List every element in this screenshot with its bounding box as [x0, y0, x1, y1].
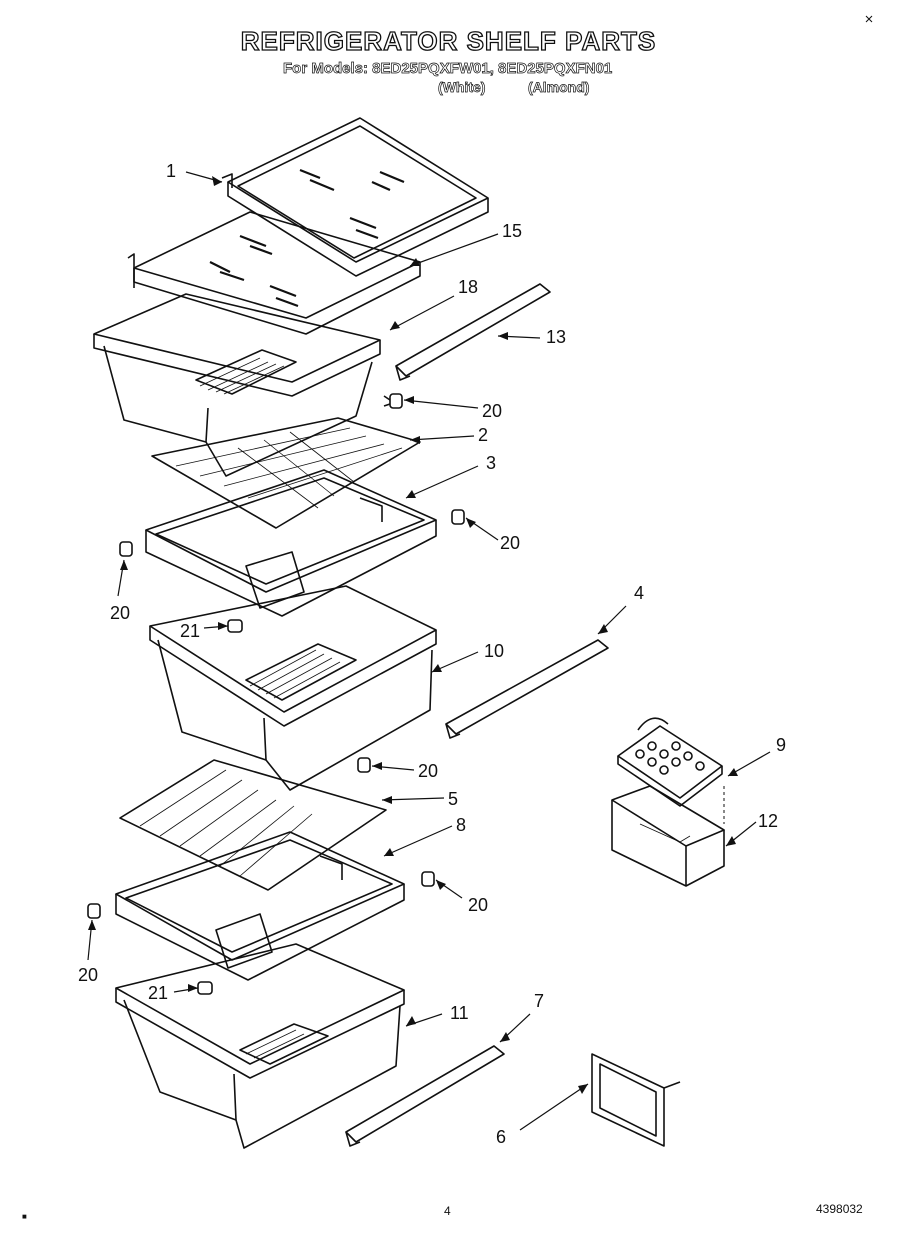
- color-white-label: (White): [438, 79, 486, 96]
- arrowheads: [88, 176, 738, 1094]
- part-3-shelf-frame: [145, 469, 437, 617]
- callout-12: 12: [758, 811, 779, 831]
- part-15-shelf: [127, 211, 421, 335]
- callout-21: 21: [148, 983, 169, 1003]
- callout-5: 5: [448, 789, 459, 809]
- part-20-fastener: [421, 871, 435, 887]
- callout-20: 20: [482, 401, 503, 421]
- part-2-glass-panel: [151, 417, 421, 529]
- color-almond-label: (Almond): [528, 79, 590, 96]
- callout-20: 20: [468, 895, 489, 915]
- part-20-fastener: [383, 393, 403, 409]
- part-number: 4398032: [816, 1202, 863, 1216]
- part-12-egg-bin: [611, 785, 725, 887]
- callout-9: 9: [776, 735, 787, 755]
- page-title: REFRIGERATOR SHELF PARTS: [240, 25, 657, 56]
- callout-7: 7: [534, 991, 545, 1011]
- callout-20: 20: [500, 533, 521, 553]
- part-1-glass-shelf: [221, 117, 489, 277]
- part-13-cover-strip: [395, 283, 551, 381]
- part-20-fastener: [119, 541, 133, 557]
- callout-20: 20: [78, 965, 99, 985]
- corner-dot: ■: [22, 1212, 27, 1221]
- part-21-fastener: [227, 619, 243, 633]
- models-line: For Models: 8ED25PQXFW01, 8ED25PQXFN01: [283, 60, 613, 78]
- callout-2: 2: [478, 425, 489, 445]
- callout-3: 3: [486, 453, 497, 473]
- part-9-egg-tray: [617, 717, 723, 807]
- page-number: 4: [444, 1204, 451, 1218]
- callout-4: 4: [634, 583, 645, 603]
- callout-21: 21: [180, 621, 201, 641]
- part-10-crisper-drawer: [149, 585, 437, 791]
- part-21-fastener: [197, 981, 213, 995]
- part-6-bracket: [591, 1053, 681, 1147]
- part-20-fastener: [357, 757, 371, 773]
- part-20-fastener: [451, 509, 465, 525]
- part-4-strip: [445, 639, 609, 739]
- part-18-crisper-drawer: [93, 293, 381, 477]
- callout-15: 15: [502, 221, 523, 241]
- corner-mark: [865, 15, 873, 23]
- callout-11: 11: [450, 1003, 469, 1023]
- callout-8: 8: [456, 815, 467, 835]
- part-20-fastener: [87, 903, 101, 919]
- part-8-shelf-frame: [115, 831, 405, 981]
- callout-1: 1: [166, 161, 177, 181]
- part-11-crisper-drawer: [115, 943, 405, 1149]
- callout-6: 6: [496, 1127, 507, 1147]
- part-5-glass-panel: [119, 759, 387, 891]
- part-7-strip: [345, 1045, 505, 1147]
- callout-18: 18: [458, 277, 479, 297]
- callout-20: 20: [418, 761, 439, 781]
- callout-10: 10: [484, 641, 505, 661]
- callout-13: 13: [546, 327, 567, 347]
- callout-20: 20: [110, 603, 131, 623]
